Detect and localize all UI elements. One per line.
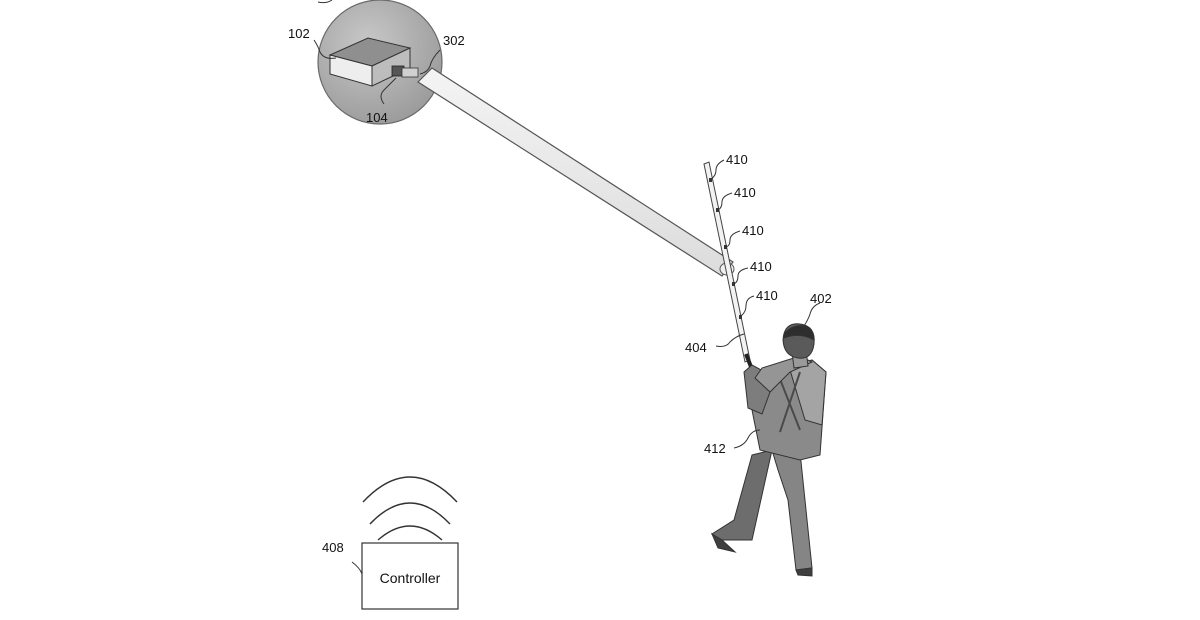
ref-marker-2: 410: [734, 185, 756, 200]
leader-lines: [313, 39, 821, 575]
ref-marker-1: 410: [726, 152, 748, 167]
controller-unit: Controller: [361, 476, 459, 610]
ref-device-port: 104: [366, 110, 388, 125]
marker-dot-3: [724, 245, 727, 249]
ref-user: 402: [810, 291, 832, 306]
ref-marker-3: 410: [742, 223, 764, 238]
ref-beam: 302: [443, 33, 465, 48]
light-beam: [417, 67, 735, 277]
ref-marker-4: 410: [750, 259, 772, 274]
marker-dot-1: [709, 178, 712, 182]
controller-label: Controller: [380, 570, 441, 586]
marker-dot-5: [739, 315, 742, 319]
ref-controller: 408: [322, 540, 344, 555]
ref-marker-5: 410: [756, 288, 778, 303]
person-figure: [710, 323, 827, 577]
ref-harness: 412: [704, 441, 726, 456]
reference-numerals: 102 104 302 402 404 408 412 410 410 410 …: [288, 26, 832, 555]
ref-device: 102: [288, 26, 310, 41]
ref-wand: 404: [685, 340, 707, 355]
marker-dot-4: [732, 282, 735, 286]
marker-dot-2: [716, 208, 719, 212]
device-box: [328, 37, 419, 87]
controller-box: [361, 542, 459, 610]
